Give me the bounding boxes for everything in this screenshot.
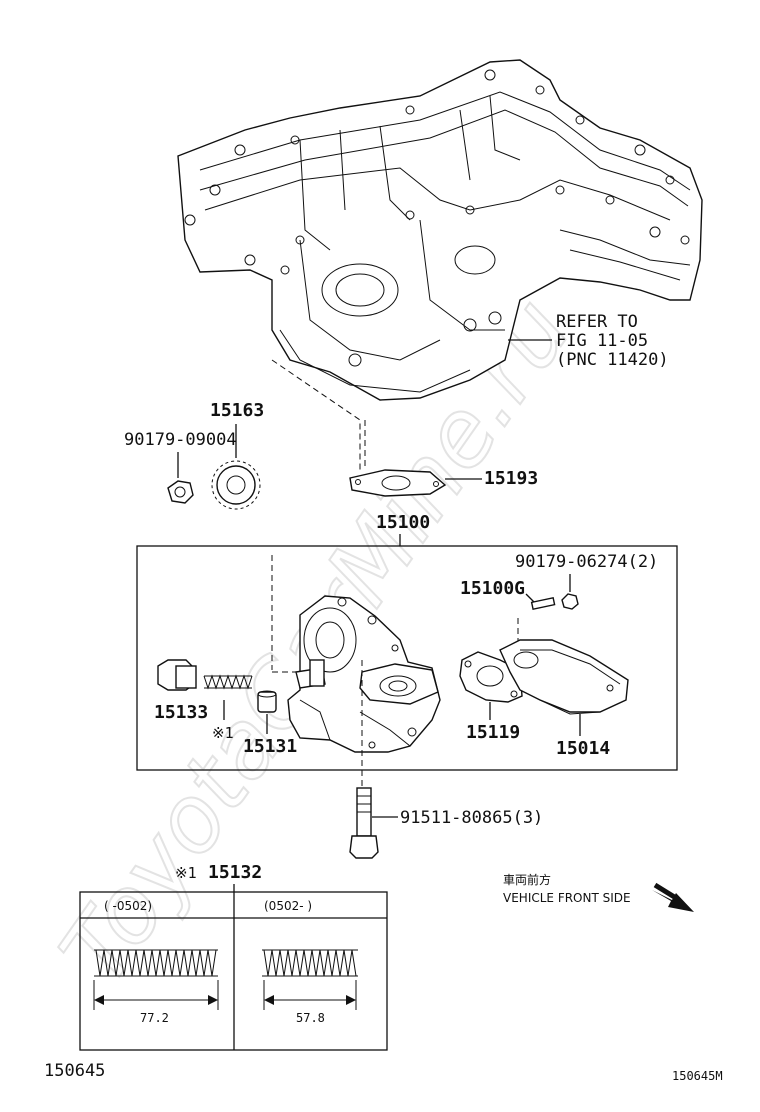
label-15193: 15193	[484, 468, 538, 489]
label-15014: 15014	[556, 738, 610, 759]
assembly-box-15100	[136, 545, 678, 771]
table-part-number: 15132	[208, 862, 262, 883]
spring-right	[262, 949, 358, 1010]
label-15133: 15133	[154, 702, 208, 723]
relief-spring	[203, 674, 253, 690]
label-90179-09004: 90179-09004	[124, 430, 237, 450]
drive-gear-15163	[211, 460, 261, 510]
label-15119: 15119	[466, 722, 520, 743]
footer-right-code: 150645M	[672, 1069, 723, 1083]
table-header-left: ( -0502)	[104, 899, 152, 913]
vehicle-front-en: VEHICLE FRONT SIDE	[503, 891, 631, 905]
spring-table	[79, 891, 388, 1051]
label-15100g: 15100G	[460, 578, 525, 599]
strainer-15014	[499, 639, 629, 715]
relief-valve-15131	[257, 690, 277, 713]
footer-left-code: 150645	[44, 1061, 105, 1081]
table-note-mark: ※1	[175, 864, 197, 882]
label-15131: 15131	[243, 736, 297, 757]
assembly-line-gear	[271, 359, 361, 470]
refer-line-2: FIG 11-05	[556, 331, 648, 351]
refer-note: REFER TO FIG 11-05 (PNC 11420)	[508, 312, 669, 370]
label-90179-06274: 90179-06274(2)	[515, 552, 658, 572]
nut-90179-06274	[561, 593, 579, 610]
label-15100: 15100	[376, 512, 430, 533]
bolt-91511-80865	[349, 787, 379, 859]
plug-15133	[157, 659, 197, 691]
table-header-right: (0502- )	[264, 899, 312, 913]
refer-line-3: (PNC 11420)	[556, 350, 669, 370]
vehicle-front-jp: 車両前方	[503, 872, 551, 887]
label-91511-80865: 91511-80865(3)	[400, 808, 543, 828]
label-note-mark: ※1	[212, 724, 234, 742]
spring-right-length: 57.8	[296, 1011, 325, 1025]
label-15163: 15163	[210, 400, 264, 421]
oil-pan-illustration	[177, 59, 703, 401]
spring-left	[93, 949, 219, 1010]
nut-90179-09004	[167, 480, 194, 504]
gasket-15193	[349, 469, 447, 497]
refer-line-1: REFER TO	[556, 312, 638, 332]
stud-15100g	[530, 596, 556, 611]
oil-pump-body	[287, 595, 441, 753]
spring-left-length: 77.2	[140, 1011, 169, 1025]
vehicle-front-arrow-icon	[652, 882, 694, 912]
